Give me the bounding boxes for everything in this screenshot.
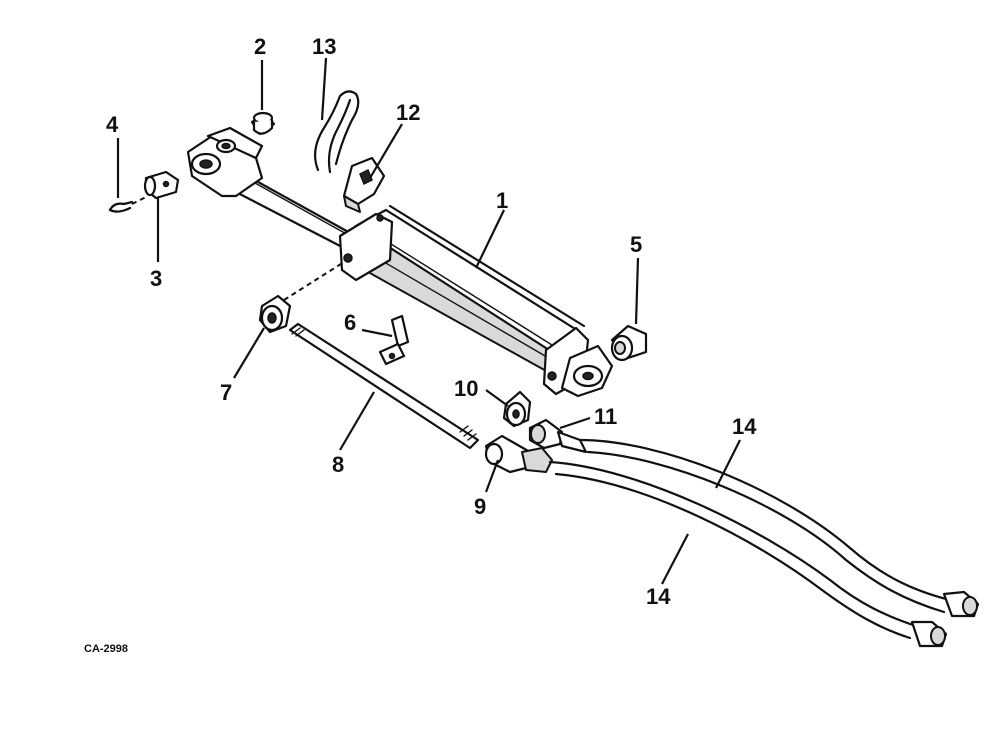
callout-1: 1 (496, 188, 508, 213)
base-pin (610, 324, 648, 362)
clevis-pin (143, 170, 180, 200)
callout-2: 2 (254, 34, 266, 59)
elbow-connector (502, 390, 532, 428)
figure-code: CA-2998 (84, 643, 128, 655)
callout-14-upper: 14 (732, 414, 757, 439)
leader-lines (116, 57, 741, 585)
hydraulic-hoses (548, 438, 980, 648)
spacer-bushing (250, 111, 276, 136)
elbow-fitting (258, 261, 345, 334)
callout-9: 9 (474, 494, 486, 519)
callout-3: 3 (150, 266, 162, 291)
callout-12: 12 (396, 100, 420, 125)
callout-13: 13 (312, 34, 336, 59)
callout-11: 11 (594, 404, 617, 429)
callout-7: 7 (220, 380, 232, 405)
callout-5: 5 (630, 232, 642, 257)
spring-clip (313, 90, 360, 174)
callout-4: 4 (106, 112, 119, 137)
cotter-pin (108, 195, 149, 213)
hydraulic-cylinder (186, 126, 614, 398)
bracket (378, 314, 410, 366)
adapter-fitting (528, 418, 588, 454)
callout-labels: 1 2 3 4 5 6 7 8 9 10 11 12 13 14 14 (106, 34, 757, 609)
callout-10: 10 (454, 376, 478, 401)
callout-8: 8 (332, 452, 344, 477)
steel-tube (288, 322, 480, 450)
callout-14-lower: 14 (646, 584, 671, 609)
callout-6: 6 (344, 310, 356, 335)
